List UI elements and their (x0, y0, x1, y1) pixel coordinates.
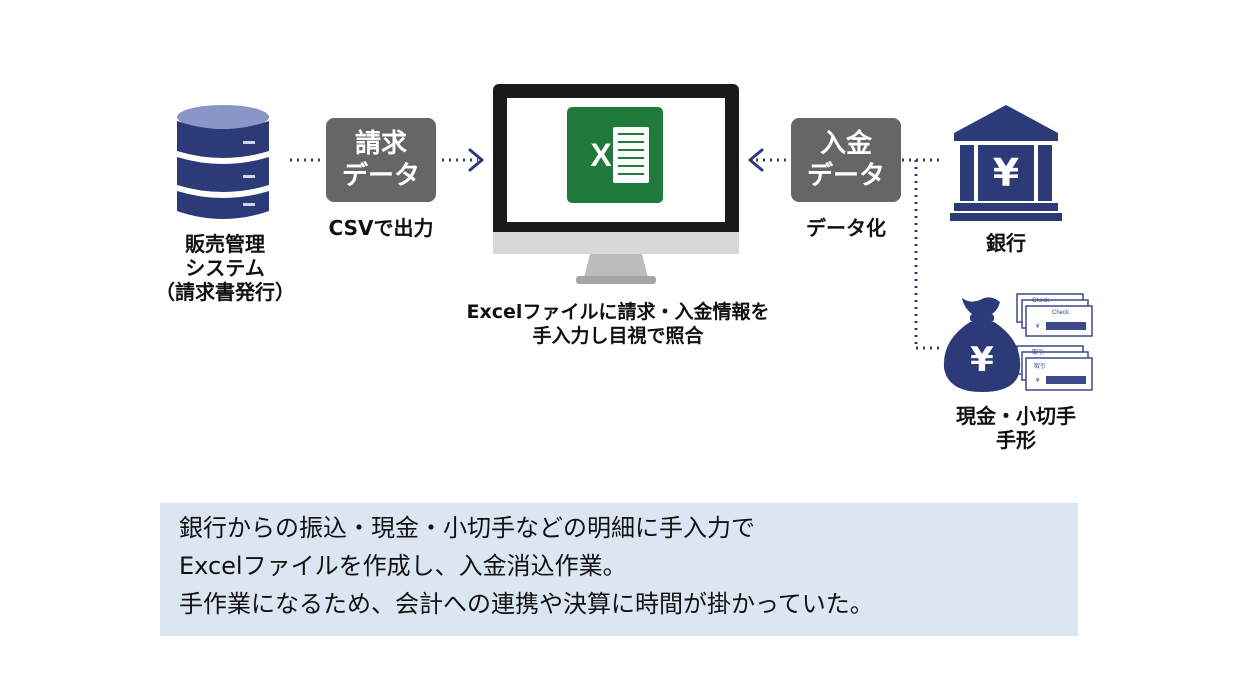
excel-sheet-grid (613, 127, 649, 183)
sales-system-line3: （請求書発行） (155, 280, 295, 304)
note-title-back: 取引 (1032, 348, 1044, 356)
money-bag-icon (943, 297, 1021, 392)
cash-label-line1: 現金・小切手 (956, 404, 1076, 428)
bank-icon (950, 105, 1062, 221)
database-icon (177, 105, 269, 219)
excel-letter: X (590, 137, 612, 173)
invoice-data-line1: 請求 (354, 129, 407, 159)
note-currency: ¥ (1036, 378, 1040, 384)
bank-label: 銀行 (986, 231, 1026, 255)
sales-system-label: 販売管理 システム （請求書発行） (140, 232, 310, 304)
bank-yen-symbol: ¥ (992, 151, 1020, 195)
excel-caption: Excelファイルに請求・入金情報を 手入力し目視で照合 (440, 300, 796, 348)
note-title-front: 取引 (1034, 362, 1046, 370)
excel-caption-line1: Excelファイルに請求・入金情報を (466, 301, 770, 323)
invoice-data-line2: データ (341, 161, 420, 191)
info-line2: Excelファイルを作成し、入金消込作業。 (179, 552, 627, 580)
check-currency: ¥ (1036, 324, 1040, 330)
check-title-back: Check (1032, 298, 1050, 304)
info-line1: 銀行からの振込・現金・小切手などの明細に手入力で (179, 514, 755, 542)
bag-yen-symbol: ¥ (970, 340, 994, 380)
excel-caption-line2: 手入力し目視で照合 (532, 325, 704, 347)
info-line3: 手作業になるため、会計への連携や決算に時間が掛かっていた。 (179, 590, 874, 618)
cash-label: 現金・小切手 手形 (930, 404, 1102, 452)
check-icon: Check Check ¥ 取引 取引 ¥ (1016, 293, 1093, 391)
csv-output-caption: CSVで出力 (328, 216, 434, 240)
excel-icon: X (567, 107, 663, 203)
info-box: 銀行からの振込・現金・小切手などの明細に手入力で Excelファイルを作成し、入… (160, 503, 1078, 636)
arrow-right-icon (468, 148, 484, 172)
payment-data-line1: 入金 (819, 129, 872, 159)
cash-label-line2: 手形 (996, 428, 1036, 452)
invoice-data-box: 請求 データ (326, 118, 436, 202)
sales-system-line1: 販売管理 (185, 232, 265, 256)
sales-system-line2: システム (185, 256, 265, 280)
arrow-left-icon (748, 148, 764, 172)
digitize-caption: データ化 (806, 216, 886, 240)
payment-data-box: 入金 データ (791, 118, 901, 202)
payment-data-line2: データ (806, 161, 885, 191)
check-title-front: Check (1052, 310, 1070, 316)
